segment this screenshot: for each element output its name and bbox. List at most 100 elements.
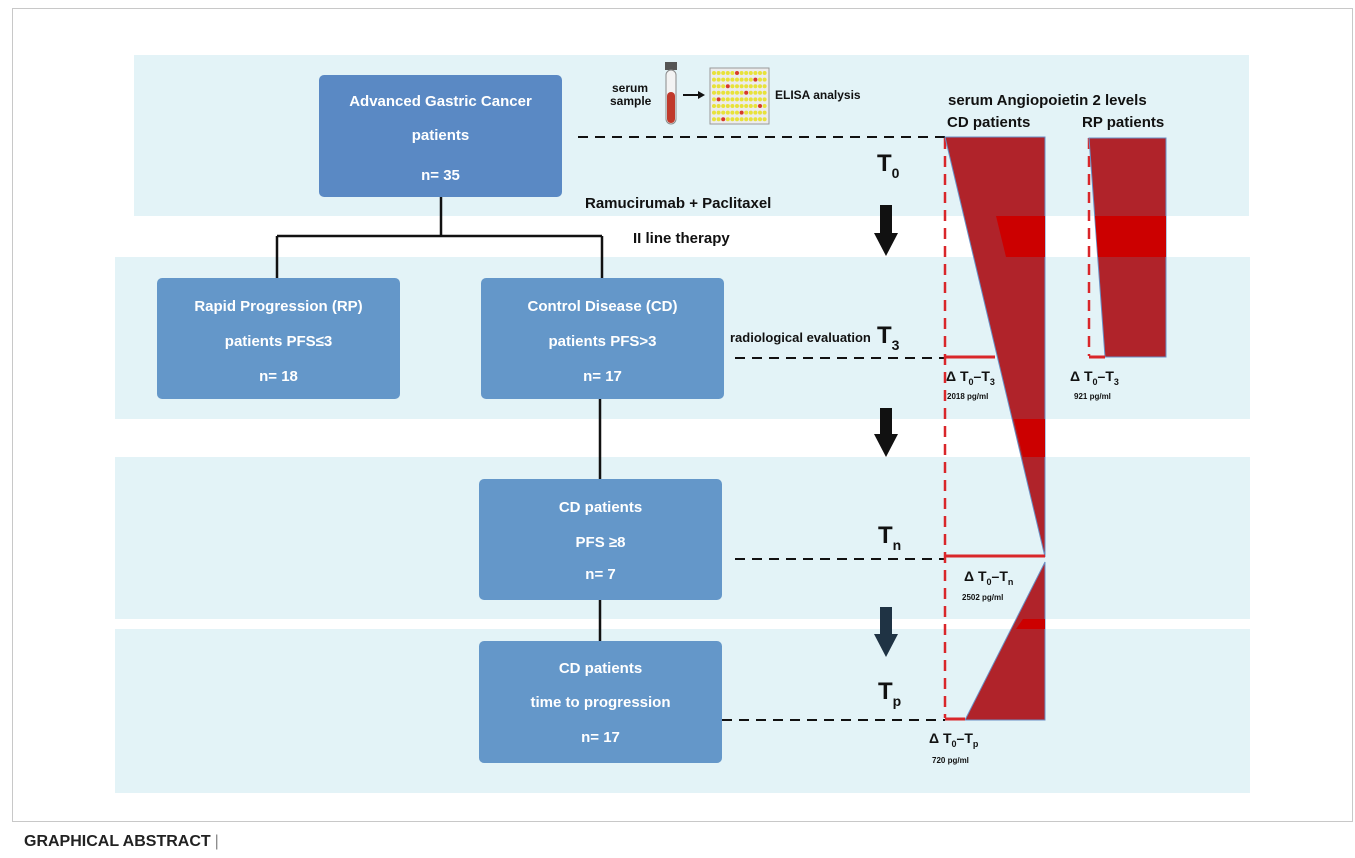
plate-well <box>716 110 721 115</box>
box-rapid-progression: Rapid Progression (RP) patients PFS≤3 n=… <box>157 278 400 399</box>
delta-prefix: Δ T <box>929 730 952 746</box>
delta-prefix: Δ T <box>964 568 987 584</box>
plate-well <box>730 117 735 122</box>
plate-well <box>744 110 749 115</box>
arrow-right-icon <box>683 91 705 99</box>
plate-well <box>716 97 721 102</box>
plate-well <box>739 77 744 82</box>
plate-well <box>748 77 753 82</box>
plate-well <box>762 117 767 122</box>
plate-well <box>739 90 744 95</box>
plate-well <box>744 77 749 82</box>
timepoint-t0: T0 <box>877 150 899 181</box>
tp-base: T <box>878 522 893 549</box>
box-line: Control Disease (CD) <box>527 298 678 315</box>
delta-markers <box>945 355 1105 721</box>
plate-well <box>739 104 744 108</box>
plate-well <box>721 110 726 115</box>
plate-well <box>735 90 739 95</box>
plate-well <box>753 117 758 122</box>
delta-prefix: Δ T <box>1070 368 1093 384</box>
plate-well <box>758 84 762 89</box>
box-line: Rapid Progression (RP) <box>194 298 363 315</box>
plate-well <box>725 90 730 95</box>
plate-well <box>744 84 749 89</box>
delta-sub1: 0 <box>986 577 992 587</box>
red-dashed-verticals <box>943 138 1091 718</box>
rp-band-t0 <box>1095 216 1166 257</box>
dashed-leaders <box>578 136 945 721</box>
plate-well <box>712 117 716 122</box>
elisa-label: ELISA analysis <box>775 88 861 102</box>
plate-well <box>758 77 762 82</box>
plate-well <box>735 104 739 108</box>
timepoint-tn: Tn <box>878 522 901 553</box>
plate-well <box>762 90 767 95</box>
flow-connectors <box>275 197 604 641</box>
plate-well <box>730 71 735 75</box>
plate-well <box>744 104 749 108</box>
plate-well <box>725 71 730 75</box>
delta-sub1: 0 <box>968 377 974 387</box>
plate-well <box>758 117 762 122</box>
plate-well <box>758 90 762 95</box>
plate-well <box>739 84 744 89</box>
plate-well <box>730 104 735 108</box>
delta-sub2: p <box>972 739 979 749</box>
plate-well <box>725 117 730 122</box>
plate-well <box>725 97 730 102</box>
box-line: CD patients <box>558 660 643 677</box>
plate-well <box>748 117 753 122</box>
plate-well <box>721 117 726 122</box>
plate-well <box>735 71 739 75</box>
plate-well <box>748 84 753 89</box>
arrow-down-icon <box>874 205 898 657</box>
plate-well <box>716 77 721 82</box>
delta-sub2: 3 <box>989 377 995 387</box>
delta-prefix: Δ T <box>946 368 969 384</box>
plate-well <box>753 110 758 115</box>
box-cd-time-to-progression: CD patients time to progression n= 17 <box>479 641 722 763</box>
plate-well <box>721 97 726 102</box>
plate-well <box>716 104 721 108</box>
plate-well <box>739 117 744 122</box>
plate-well <box>725 110 730 115</box>
elisa-plate-icon <box>709 67 770 125</box>
plate-well <box>712 84 716 89</box>
cd-band-tp <box>1016 619 1045 629</box>
delta-mid: –T <box>956 730 973 746</box>
box-advanced-gastric-cancer: Advanced Gastric Cancer patients n= 35 <box>319 75 562 197</box>
box-line: n= 7 <box>585 566 616 583</box>
plate-well <box>762 71 767 75</box>
plate-well <box>725 84 730 89</box>
plate-well <box>735 84 739 89</box>
plate-well <box>721 90 726 95</box>
plate-well <box>744 90 749 95</box>
plate-well <box>712 77 716 82</box>
tp-base: T <box>877 150 892 177</box>
plate-well <box>712 104 716 108</box>
delta-rp-t3-value: 921 pg/ml <box>1074 392 1111 401</box>
delta-sub1: 0 <box>951 739 957 749</box>
cd-rise-wedge <box>964 561 1046 721</box>
therapy-line1: Ramucirumab + Paclitaxel <box>585 195 772 212</box>
plate-well <box>739 97 744 102</box>
plate-well <box>758 104 762 108</box>
radiological-label: radiological evaluation <box>730 330 871 345</box>
plate-well <box>712 71 716 75</box>
cd-band-t3b <box>1014 419 1045 457</box>
delta-sub1: 0 <box>1092 377 1098 387</box>
plate-well <box>748 71 753 75</box>
plate-well <box>721 84 726 89</box>
plate-well <box>730 110 735 115</box>
tp-sub: 3 <box>891 337 900 353</box>
timepoint-tp: Tp <box>878 678 901 709</box>
plate-well <box>730 90 735 95</box>
box-line: n= 17 <box>581 729 620 746</box>
box-control-disease: Control Disease (CD) patients PFS>3 n= 1… <box>481 278 724 399</box>
box-line: n= 35 <box>421 167 460 184</box>
box-line: patients <box>411 127 470 144</box>
caption-divider: | <box>214 833 219 850</box>
plate-well <box>744 97 749 102</box>
